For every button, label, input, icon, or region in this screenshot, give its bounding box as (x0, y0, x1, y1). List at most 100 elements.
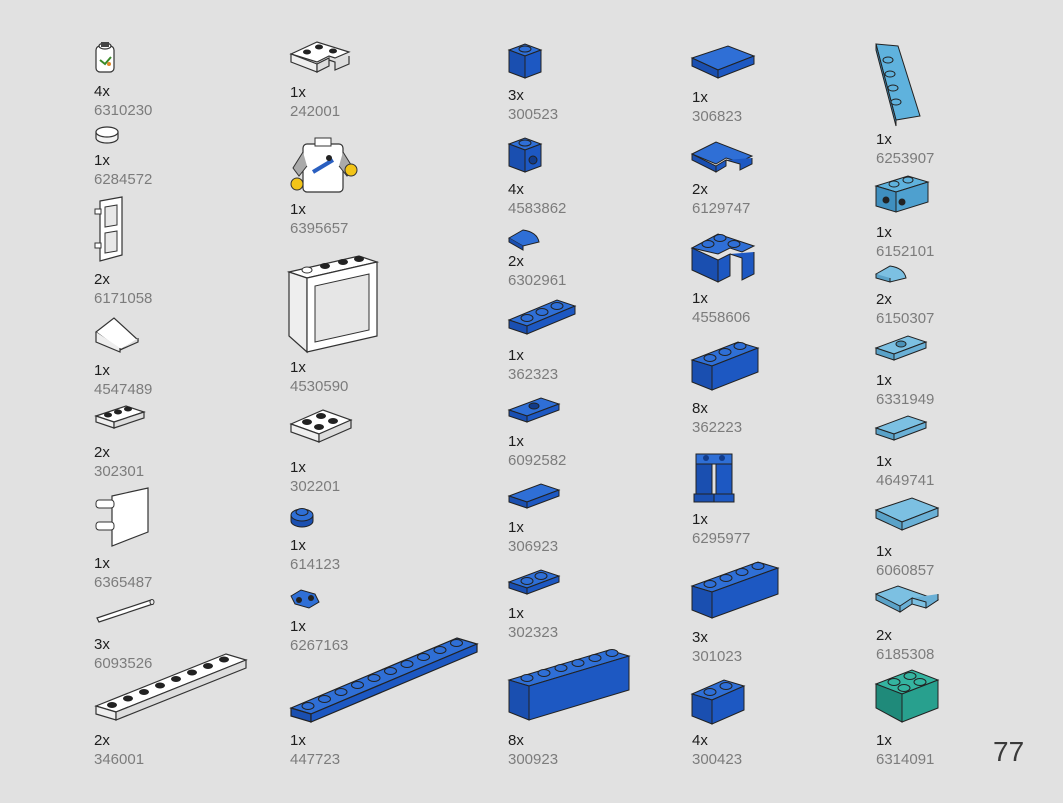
corner-tile-icon (874, 585, 940, 613)
bracket-icon (874, 175, 930, 213)
part-4547489 (94, 312, 140, 354)
jumper-plate-icon (874, 335, 928, 361)
part-id: 300423 (692, 751, 743, 768)
part-306823 (690, 42, 756, 84)
part-id: 302323 (508, 624, 559, 641)
part-id: 6314091 (876, 751, 935, 768)
part-id: 4547489 (94, 381, 153, 398)
part-quantity: 2x (876, 291, 892, 308)
part-id: 6152101 (876, 243, 935, 260)
part-quantity: 1x (876, 732, 892, 749)
part-id: 300523 (508, 106, 559, 123)
part-6093526 (94, 596, 156, 624)
part-id: 6302961 (508, 272, 567, 289)
part-id: 306923 (508, 538, 559, 555)
flag-icon (95, 487, 149, 547)
part-id: 6171058 (94, 290, 153, 307)
part-id: 6365487 (94, 574, 153, 591)
part-quantity: 2x (692, 181, 708, 198)
part-quantity: 1x (508, 519, 524, 536)
part-id: 6253907 (876, 150, 935, 167)
part-id: 301023 (692, 648, 743, 665)
part-quantity: 2x (508, 253, 524, 270)
part-quantity: 3x (692, 629, 708, 646)
part-quantity: 2x (94, 444, 110, 461)
part-id: 4530590 (290, 378, 349, 395)
part-quantity: 1x (94, 362, 110, 379)
plate-1x8-icon (94, 653, 248, 721)
jumper-plate-icon (507, 397, 561, 423)
part-id: 6185308 (876, 646, 935, 663)
part-quantity: 1x (876, 543, 892, 560)
part-6310230 (94, 40, 118, 74)
part-6185308 (874, 582, 940, 622)
tile-2x2-icon (690, 45, 756, 79)
part-quantity: 1x (876, 224, 892, 241)
part-id: 302301 (94, 463, 145, 480)
part-quantity: 1x (876, 453, 892, 470)
part-id: 346001 (94, 751, 145, 768)
part-300523 (507, 40, 543, 80)
printed-cylinder-icon (95, 42, 115, 73)
part-6314091 (874, 666, 940, 726)
part-6331949 (874, 332, 928, 364)
part-306923 (507, 480, 561, 512)
part-id: 6092582 (508, 452, 567, 469)
part-id: 6267163 (290, 637, 349, 654)
part-302301 (94, 404, 146, 430)
part-346001 (94, 648, 250, 726)
part-id: 6331949 (876, 391, 935, 408)
part-quantity: 8x (508, 732, 524, 749)
part-quantity: 1x (290, 537, 306, 554)
plate-1x2-icon (507, 569, 561, 595)
part-id: 242001 (290, 103, 341, 120)
part-4649741 (874, 412, 928, 444)
minifig-accessory-icon (290, 589, 320, 609)
minifig-legs-icon (693, 453, 735, 503)
part-447723 (289, 634, 479, 726)
part-4530590 (286, 252, 380, 354)
tile-1x2-icon (507, 483, 561, 509)
part-6129747 (690, 138, 756, 176)
part-id: 6284572 (94, 171, 153, 188)
part-6284572 (94, 124, 120, 144)
part-quantity: 1x (94, 555, 110, 572)
brick-1x3-icon (690, 341, 760, 391)
part-362323 (507, 296, 577, 338)
minifig-torso-icon (290, 137, 358, 193)
part-6295977 (690, 450, 740, 504)
part-302201 (289, 406, 353, 450)
part-quantity: 1x (290, 84, 306, 101)
part-quantity: 2x (94, 732, 110, 749)
part-quantity: 1x (290, 201, 306, 218)
part-id: 4583862 (508, 200, 567, 217)
part-4583862 (507, 134, 543, 174)
corner-brick-icon (690, 233, 756, 283)
round-tile-icon (95, 126, 119, 144)
part-300923 (507, 646, 631, 724)
part-614123 (289, 505, 315, 529)
part-6060857 (874, 494, 940, 536)
window-frame-icon (286, 255, 380, 354)
part-quantity: 8x (692, 400, 708, 417)
part-quantity: 1x (876, 372, 892, 389)
part-quantity: 1x (876, 131, 892, 148)
part-6302961 (507, 226, 541, 251)
part-quantity: 1x (692, 511, 708, 528)
part-quantity: 4x (94, 83, 110, 100)
part-301023 (690, 558, 780, 622)
plate-1x3-icon (94, 405, 146, 429)
brick-stud-side-icon (507, 137, 543, 173)
part-quantity: 2x (94, 271, 110, 288)
part-id: 6093526 (94, 655, 153, 672)
part-6365487 (92, 486, 152, 552)
plate-2x2-icon (289, 409, 353, 443)
plate-1x3-icon (507, 299, 577, 335)
part-quantity: 1x (290, 459, 306, 476)
plate-1x10-icon (289, 637, 479, 723)
part-id: 4558606 (692, 309, 751, 326)
part-id: 614123 (290, 556, 341, 573)
part-quantity: 3x (508, 87, 524, 104)
part-6253907 (872, 40, 922, 127)
